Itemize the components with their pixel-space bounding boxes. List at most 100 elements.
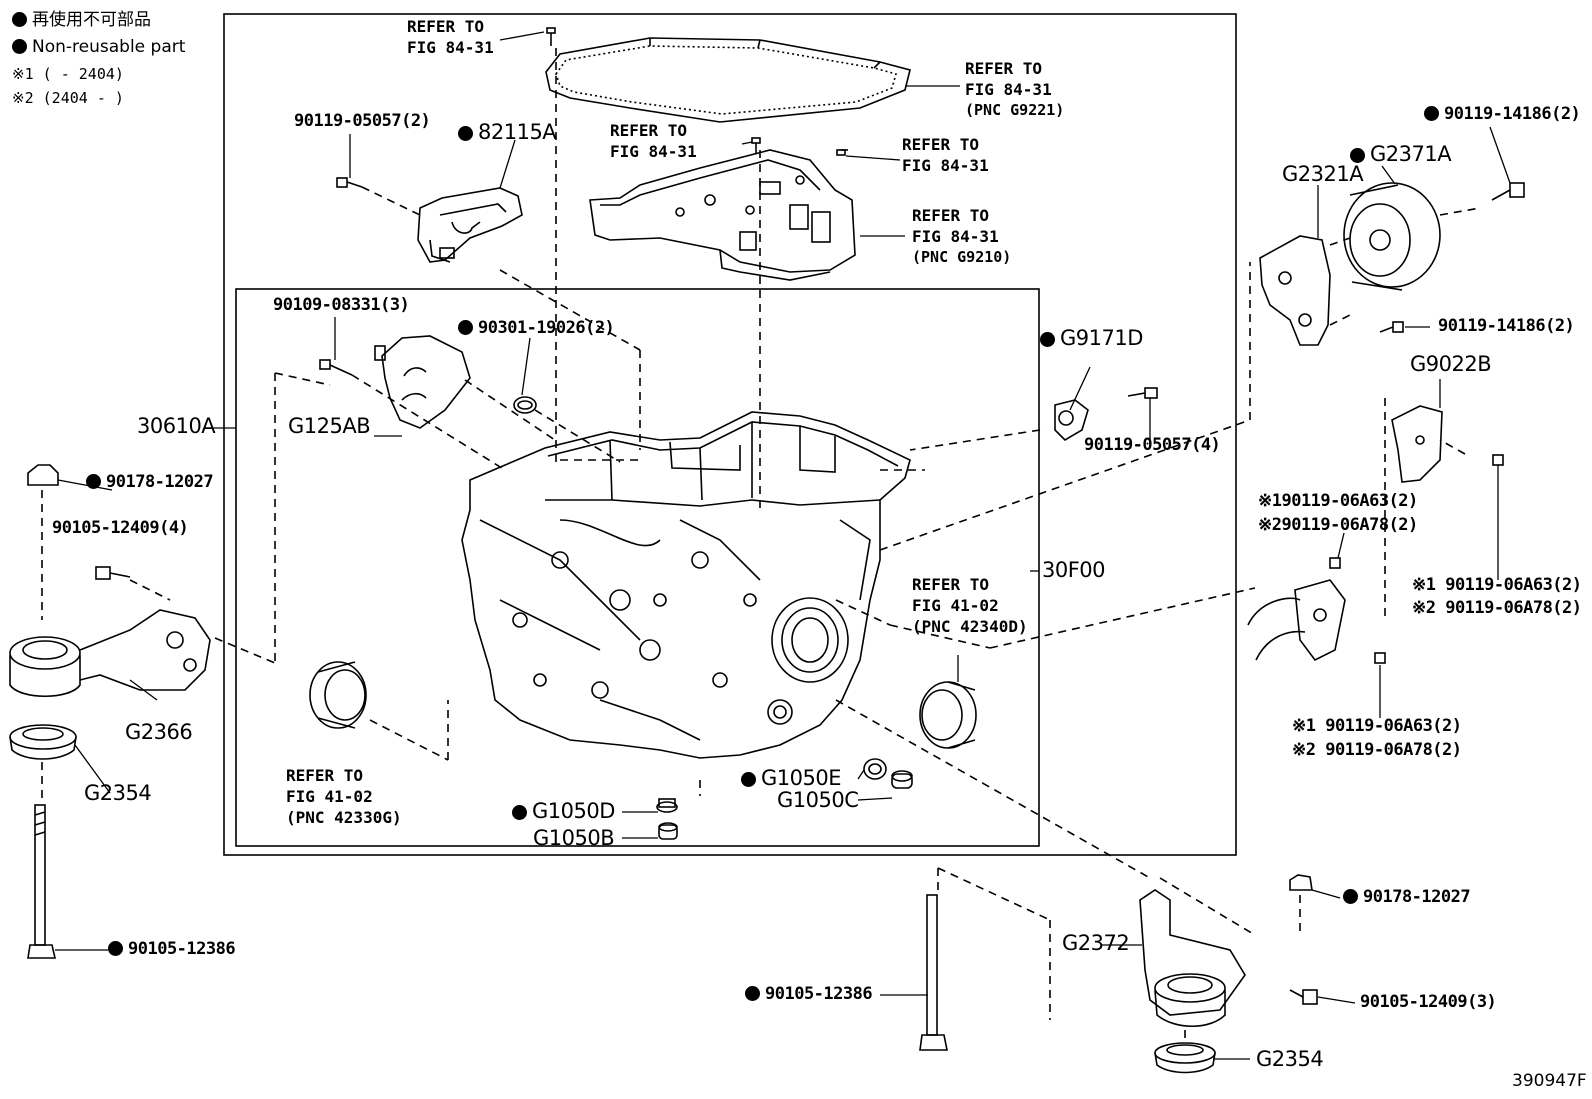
part-90119-05057-top[interactable]: 90119-05057(2) <box>294 111 431 131</box>
side-cover-drawing <box>374 335 537 429</box>
part-G1050C[interactable]: G1050C <box>777 788 859 812</box>
part-label: G1050E <box>761 766 842 790</box>
part-06A63-a[interactable]: ※190119-06A63(2) <box>1258 491 1418 511</box>
refer-label-1[interactable]: REFER TO FIG 84-31 <box>407 16 494 58</box>
part-label: 82115A <box>478 120 557 144</box>
part-G2321A[interactable]: G2321A <box>1282 162 1364 186</box>
part-06A78-a[interactable]: ※290119-06A78(2) <box>1258 515 1418 535</box>
non-reusable-dot-icon <box>1343 889 1358 904</box>
refer-label-3[interactable]: REFER TO FIG 84-31 <box>610 120 697 162</box>
part-90119-05057-right[interactable]: 90119-05057(4) <box>1084 435 1221 455</box>
part-G9171D[interactable]: G9171D <box>1040 328 1143 349</box>
legend-note-2: ※2 (2404 - ) <box>12 89 124 107</box>
non-reusable-dot-icon <box>745 986 760 1001</box>
part-90178-12027-right[interactable]: 90178-12027 <box>1343 887 1471 907</box>
legend-non-reusable-jp: 再使用不可部品 <box>12 12 151 29</box>
part-30610A[interactable]: 30610A <box>137 414 216 438</box>
part-82115A[interactable]: 82115A <box>458 120 557 144</box>
refer-fig: FIG 84-31 <box>965 80 1052 99</box>
part-90109-08331[interactable]: 90109-08331(3) <box>273 295 410 315</box>
part-G2366[interactable]: G2366 <box>125 720 193 744</box>
oil-cooler-drawing <box>417 187 523 263</box>
center-long-bolt-drawing <box>919 894 948 1051</box>
part-G9022B[interactable]: G9022B <box>1410 352 1492 376</box>
sensor-g9171d-drawing <box>1054 387 1158 442</box>
part-label: 90105-12386 <box>128 939 236 959</box>
refer-line: REFER TO <box>610 121 688 140</box>
part-G2372[interactable]: G2372 <box>1062 931 1130 955</box>
refer-line: REFER TO <box>912 575 990 594</box>
part-90119-14186-top[interactable]: 90119-14186(2) <box>1424 106 1581 123</box>
legend-non-reusable-en: Non-reusable part <box>12 39 185 56</box>
non-reusable-dot-icon <box>458 320 473 335</box>
non-reusable-dot-icon <box>1424 106 1439 121</box>
plugs-drawing <box>656 758 913 840</box>
part-G2354-right[interactable]: G2354 <box>1256 1047 1324 1071</box>
part-06A78-b[interactable]: ※2 90119-06A78(2) <box>1412 598 1582 618</box>
refer-pnc: (PNC G9221) <box>965 101 1065 119</box>
refer-fig: FIG 84-31 <box>610 142 697 161</box>
inner-frame <box>235 288 1040 847</box>
part-90105-12386-left[interactable]: 90105-12386 <box>108 939 236 959</box>
part-label: 90178-12027 <box>1363 887 1471 907</box>
part-G1050B[interactable]: G1050B <box>533 826 615 850</box>
part-G2371A[interactable]: G2371A <box>1350 142 1452 166</box>
refer-fig: FIG 41-02 <box>912 596 999 615</box>
part-90105-12409-left[interactable]: 90105-12409(4) <box>52 518 189 538</box>
non-reusable-dot-icon <box>86 474 101 489</box>
figure-id: 390947F <box>1512 1071 1587 1091</box>
bolt-05057-drawing <box>336 177 363 188</box>
valve-body-drawing <box>589 149 856 281</box>
part-G1050D[interactable]: G1050D <box>512 801 615 822</box>
left-long-bolt-drawing <box>27 804 57 959</box>
non-reusable-dot-icon <box>12 12 27 27</box>
oil-seal-right-drawing <box>919 681 977 749</box>
legend-jp-text: 再使用不可部品 <box>32 10 151 30</box>
part-90119-14186-bottom[interactable]: 90119-14186(2) <box>1438 316 1575 336</box>
part-label: G2371A <box>1370 142 1452 166</box>
part-label: 90178-12027 <box>106 472 214 492</box>
refer-label-4[interactable]: REFER TO FIG 84-31 <box>902 134 989 176</box>
guide-lines <box>41 48 1481 1040</box>
refer-pnc: (PNC 42330G) <box>286 808 402 827</box>
legend-en-text: Non-reusable part <box>32 37 186 57</box>
part-06A78-c[interactable]: ※2 90119-06A78(2) <box>1292 740 1462 760</box>
refer-pnc: (PNC 42340D) <box>912 617 1028 636</box>
non-reusable-dot-icon <box>458 126 473 141</box>
part-90178-12027-left[interactable]: 90178-12027 <box>86 472 214 492</box>
part-label: 90105-12386 <box>765 984 873 1004</box>
part-label: G1050D <box>532 799 615 823</box>
legend-note-1: ※1 ( - 2404) <box>12 65 124 83</box>
part-06A63-b[interactable]: ※1 90119-06A63(2) <box>1412 575 1582 595</box>
refer-label-6[interactable]: REFER TO FIG 41-02 (PNC 42340D) <box>912 574 1028 637</box>
refer-label-2[interactable]: REFER TO FIG 84-31 (PNC G9221) <box>965 58 1064 121</box>
non-reusable-dot-icon <box>1350 148 1365 163</box>
refer-line: REFER TO <box>286 766 364 785</box>
part-90105-12386-center[interactable]: 90105-12386 <box>745 984 873 1004</box>
bolt-08331-drawing <box>319 359 353 376</box>
refer-fig: FIG 84-31 <box>912 227 999 246</box>
part-G1050E[interactable]: G1050E <box>741 766 842 790</box>
refer-line: REFER TO <box>407 17 485 36</box>
bolt-top-drawing <box>546 27 556 46</box>
refer-label-7[interactable]: REFER TO FIG 41-02 (PNC 42330G) <box>286 765 402 828</box>
oil-pan-cover-drawing <box>545 37 911 123</box>
part-G125AB[interactable]: G125AB <box>288 414 371 438</box>
part-G2354-left[interactable]: G2354 <box>84 781 152 805</box>
pipe-bracket-drawing <box>1247 557 1386 664</box>
part-label: 90301-19026(2) <box>478 318 615 338</box>
part-30F00[interactable]: 30F00 <box>1042 558 1106 582</box>
part-90105-12409-right[interactable]: 90105-12409(3) <box>1360 992 1497 1012</box>
part-90301-19026[interactable]: 90301-19026(2) <box>458 318 615 338</box>
refer-fig: FIG 84-31 <box>407 38 494 57</box>
refer-fig: FIG 41-02 <box>286 787 373 806</box>
part-06A63-c[interactable]: ※1 90119-06A63(2) <box>1292 716 1462 736</box>
refer-line: REFER TO <box>965 59 1043 78</box>
refer-fig: FIG 84-31 <box>902 156 989 175</box>
non-reusable-dot-icon <box>741 772 756 787</box>
leader-lines <box>55 31 1511 1060</box>
refer-line: REFER TO <box>902 135 980 154</box>
